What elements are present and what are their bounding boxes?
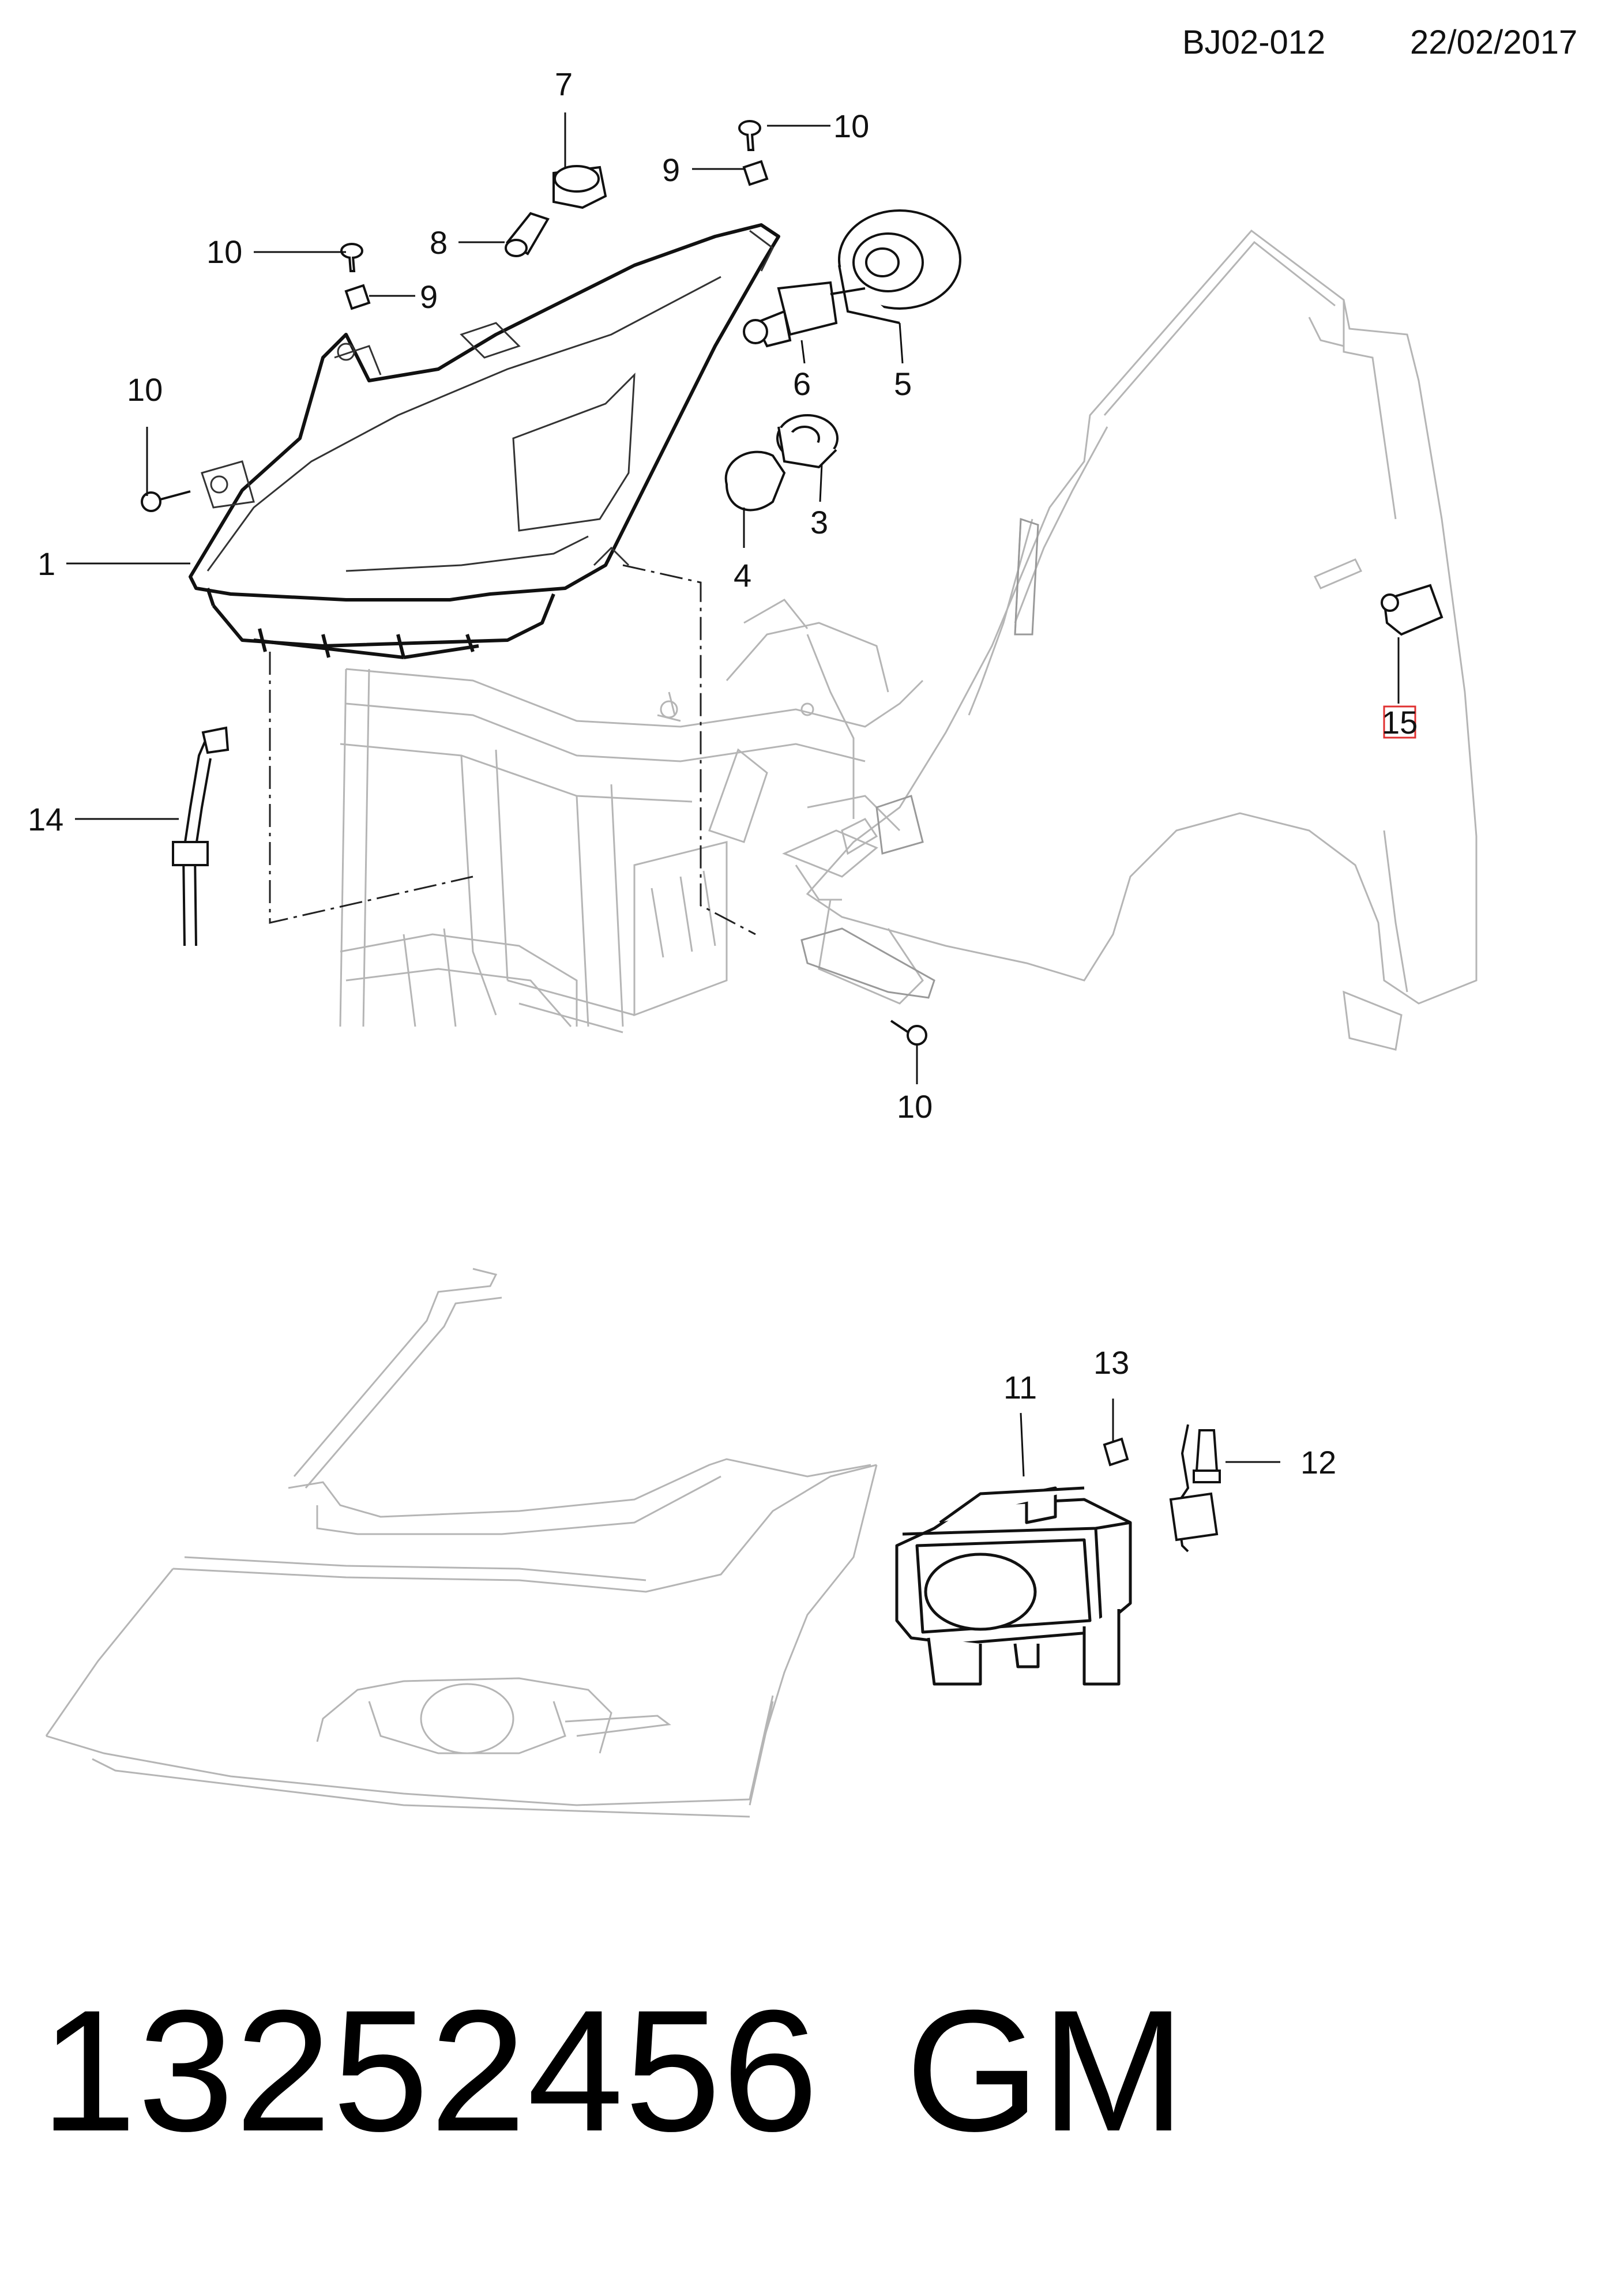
callout-10: 10 xyxy=(833,108,869,144)
diagram-code: BJ02-012 xyxy=(1182,24,1326,61)
callout-7: 7 xyxy=(555,66,573,102)
fender-mounting-flange xyxy=(800,517,1039,999)
bolt-part-10-side xyxy=(141,490,191,512)
part-number: 13252456 xyxy=(40,1974,819,2167)
bulb-socket-part-7 xyxy=(552,165,607,209)
front-bumper-outline xyxy=(45,1268,878,1818)
clip-nut-part-9-left xyxy=(344,284,371,310)
callout-15-highlight xyxy=(1383,705,1416,739)
dust-cap-part-5 xyxy=(838,209,961,324)
wedge-bulb-part-8 xyxy=(505,212,550,257)
clip-nut-part-9-top xyxy=(742,160,769,186)
callout-leader-lines xyxy=(66,112,1400,1477)
callout-12: 12 xyxy=(1300,1444,1336,1480)
callout-9: 9 xyxy=(662,152,680,188)
callout-10: 10 xyxy=(127,371,163,408)
callout-14: 14 xyxy=(28,801,63,837)
callout-11: 11 xyxy=(1003,1369,1037,1405)
callout-5: 5 xyxy=(894,366,912,402)
fog-lamp-bulb-part-12 xyxy=(1169,1424,1221,1553)
callout-9: 9 xyxy=(420,279,438,315)
headlamp-assembly xyxy=(189,223,780,659)
callout-15: 15 xyxy=(1382,704,1418,741)
callout-3: 3 xyxy=(810,504,828,540)
diagram-date: 22/02/2017 xyxy=(1410,24,1578,61)
brand-name: GM xyxy=(905,1974,1187,2167)
radiator-support-frame xyxy=(339,599,924,1033)
headlamp-inner-detail xyxy=(201,230,774,572)
assembly-leader-lines xyxy=(269,564,756,935)
callout-6: 6 xyxy=(793,366,811,402)
callout-13: 13 xyxy=(1093,1344,1129,1381)
callout-4: 4 xyxy=(734,557,751,593)
wiring-harness-part-14 xyxy=(172,726,230,946)
screw-part-10-bottom xyxy=(890,1020,927,1046)
callout-1: 1 xyxy=(37,546,55,582)
screw-part-10-left xyxy=(340,243,363,272)
bulb-socket-part-3 xyxy=(776,414,839,469)
fog-lamp-assembly xyxy=(895,1486,1132,1686)
callout-10: 10 xyxy=(206,234,242,270)
headlamp-bulb-part-6 xyxy=(743,281,866,348)
clip-part-15 xyxy=(1381,584,1443,636)
clip-part-13 xyxy=(1103,1437,1129,1467)
fender-outline xyxy=(806,229,1478,1051)
callout-8: 8 xyxy=(430,224,448,261)
callout-10: 10 xyxy=(897,1088,933,1125)
screw-part-10-top xyxy=(738,120,761,151)
turn-signal-bulb-part-4 xyxy=(724,450,786,512)
